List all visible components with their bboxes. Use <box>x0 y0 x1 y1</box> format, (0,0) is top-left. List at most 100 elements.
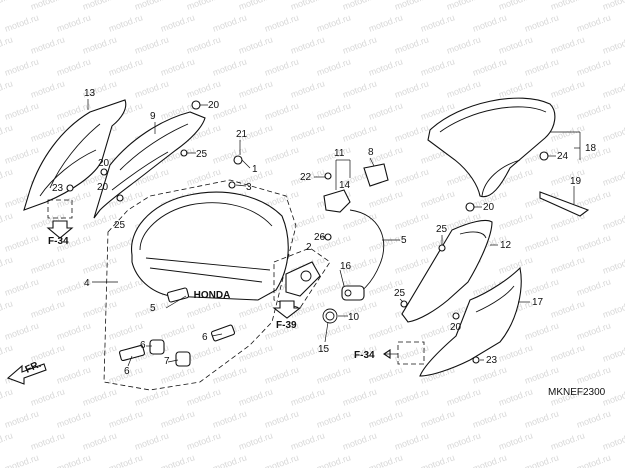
watermark-text: motod.ru <box>0 78 14 100</box>
watermark-text: motod.ru <box>393 34 430 56</box>
watermark-text: motod.ru <box>29 254 66 276</box>
watermark-text: motod.ru <box>549 254 586 276</box>
callout-5b: 5 <box>401 235 407 246</box>
callout-11: 11 <box>334 148 345 159</box>
front-label: FR. <box>24 359 43 376</box>
watermark-text: motod.ru <box>159 12 196 34</box>
part-17-lower-rear-cover <box>419 266 530 377</box>
part-8-latch <box>363 157 389 187</box>
watermark-text: motod.ru <box>367 320 404 342</box>
front-direction-arrow <box>6 363 47 385</box>
watermark-text: motod.ru <box>601 298 625 320</box>
watermark-text: motod.ru <box>497 386 534 408</box>
callout-25c: 25 <box>436 224 448 235</box>
watermark-text: motod.ru <box>575 320 612 342</box>
watermark-text: motod.ru <box>237 0 274 12</box>
watermark-text: motod.ru <box>3 100 40 122</box>
watermark-text: motod.ru <box>237 342 274 364</box>
watermark-text: motod.ru <box>185 430 222 452</box>
f34-left-ref <box>46 199 74 239</box>
watermark-text: motod.ru <box>315 452 352 468</box>
callout-6b: 6 <box>124 366 130 377</box>
callout-17: 17 <box>532 297 544 308</box>
watermark-text: motod.ru <box>575 188 612 210</box>
watermark-text: motod.ru <box>549 342 586 364</box>
watermark-text: motod.ru <box>601 122 625 144</box>
watermark-text: motod.ru <box>471 12 508 34</box>
watermark-text: motod.ru <box>133 34 170 56</box>
watermark-text: motod.ru <box>185 78 222 100</box>
watermark-text: motod.ru <box>133 78 170 100</box>
callout-20b: 20 <box>98 158 110 169</box>
watermark-text: motod.ru <box>159 452 196 468</box>
watermark-text: motod.ru <box>185 0 222 12</box>
watermark-text: motod.ru <box>497 210 534 232</box>
watermark-text: motod.ru <box>367 188 404 210</box>
watermark-text: motod.ru <box>133 386 170 408</box>
watermark-text: motod.ru <box>263 56 300 78</box>
watermark-text: motod.ru <box>55 56 92 78</box>
watermark-text: motod.ru <box>575 100 612 122</box>
callout-14: 14 <box>339 180 351 191</box>
watermark-text: motod.ru <box>341 430 378 452</box>
watermark-text: motod.ru <box>81 430 118 452</box>
watermark-text: motod.ru <box>367 100 404 122</box>
watermark-text: motod.ru <box>211 364 248 386</box>
watermark-text: motod.ru <box>549 298 586 320</box>
watermark-text: motod.ru <box>3 408 40 430</box>
callout-6c: 6 <box>140 340 146 351</box>
part-9-inner-cover <box>93 111 206 219</box>
watermark-text: motod.ru <box>393 386 430 408</box>
callout-7: 7 <box>164 356 170 367</box>
watermark-text: motod.ru <box>0 210 14 232</box>
watermark-text: motod.ru <box>107 56 144 78</box>
watermark-text: motod.ru <box>315 56 352 78</box>
watermark-text: motod.ru <box>55 12 92 34</box>
watermark-text: motod.ru <box>549 0 586 12</box>
callout-12: 12 <box>500 240 512 251</box>
watermark-text: motod.ru <box>263 364 300 386</box>
callout-21: 21 <box>236 129 248 140</box>
watermark-text: motod.ru <box>107 276 144 298</box>
watermark-text: motod.ru <box>497 430 534 452</box>
watermark-text: motod.ru <box>289 210 326 232</box>
watermark-text: motod.ru <box>315 100 352 122</box>
watermark-text: motod.ru <box>471 408 508 430</box>
part-10-spring <box>322 308 348 324</box>
watermark-text: motod.ru <box>393 166 430 188</box>
watermark-text: motod.ru <box>341 298 378 320</box>
part-14-latch-bracket <box>323 159 351 213</box>
callout-23a: 23 <box>52 183 64 194</box>
watermark-text: motod.ru <box>3 320 40 342</box>
watermark-text: motod.ru <box>575 12 612 34</box>
seat-honda-logo: HONDA <box>194 290 231 301</box>
callout-10: 10 <box>348 312 360 323</box>
part-4-seat-assembly: HONDA <box>92 179 297 391</box>
watermark-text: motod.ru <box>315 364 352 386</box>
watermark-text: motod.ru <box>497 34 534 56</box>
watermark-text: motod.ru <box>315 408 352 430</box>
watermark-text: motod.ru <box>341 386 378 408</box>
watermark-text: motod.ru <box>289 78 326 100</box>
watermark-text: motod.ru <box>185 166 222 188</box>
watermark-text: motod.ru <box>159 364 196 386</box>
watermark-text: motod.ru <box>549 430 586 452</box>
watermark-text: motod.ru <box>341 78 378 100</box>
watermark-text: motod.ru <box>237 34 274 56</box>
callout-20d: 20 <box>483 202 495 213</box>
watermark-text: motod.ru <box>29 78 66 100</box>
watermark-text: motod.ru <box>289 386 326 408</box>
watermark-text: motod.ru <box>211 408 248 430</box>
watermark-text: motod.ru <box>549 34 586 56</box>
watermark-text: motod.ru <box>0 342 14 364</box>
watermark-text: motod.ru <box>575 452 612 468</box>
watermark-text: motod.ru <box>81 386 118 408</box>
watermark-text: motod.ru <box>0 254 14 276</box>
f34-right-ref <box>383 341 425 365</box>
watermark-text: motod.ru <box>445 78 482 100</box>
watermark-text: motod.ru <box>393 122 430 144</box>
fasteners <box>66 100 556 364</box>
callout-15: 15 <box>318 344 330 355</box>
watermark-text: motod.ru <box>263 452 300 468</box>
